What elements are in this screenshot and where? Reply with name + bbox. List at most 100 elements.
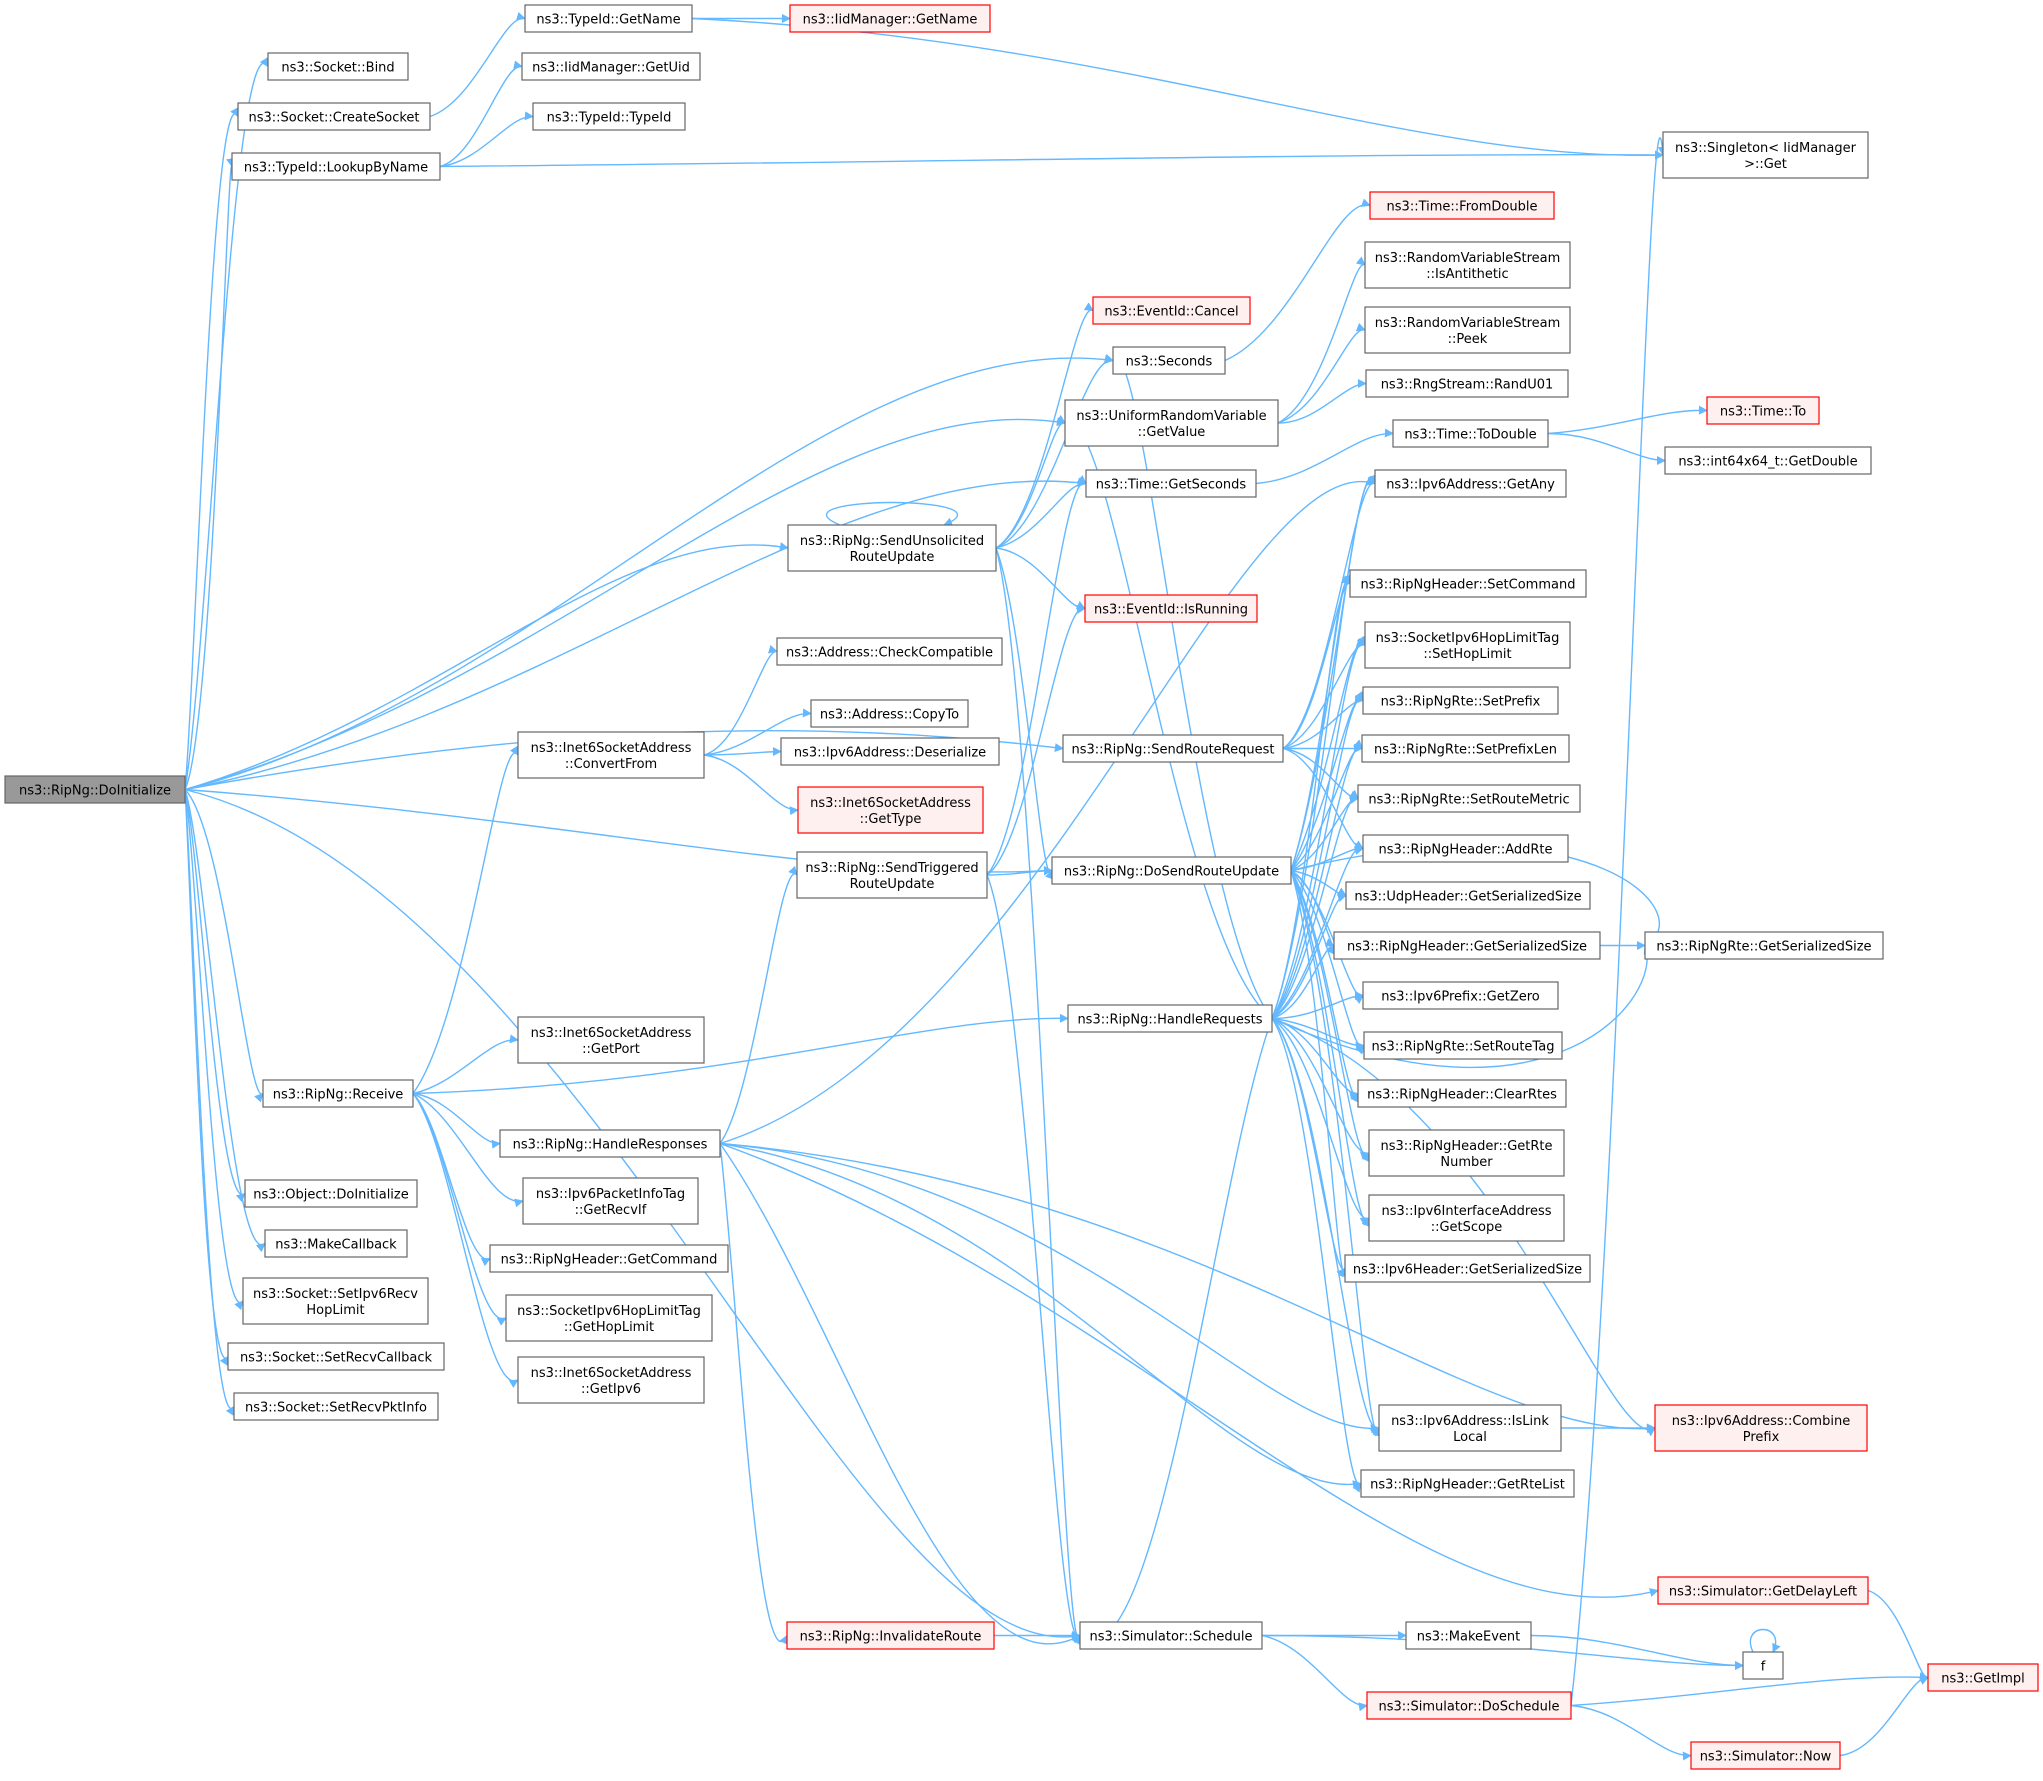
node-ipv6ifaddr_getscope[interactable]: ns3::Ipv6InterfaceAddress::GetScope xyxy=(1368,1194,1565,1242)
node-handle_requests[interactable]: ns3::RipNg::HandleRequests xyxy=(1067,1004,1273,1033)
node-sim_doschedule[interactable]: ns3::Simulator::DoSchedule xyxy=(1366,1691,1572,1720)
node-doinit[interactable]: ns3::RipNg::DoInitialize xyxy=(4,775,186,804)
node-socket_setrecvpktinfo[interactable]: ns3::Socket::SetRecvPktInfo xyxy=(233,1392,439,1421)
node-udphdr_getsersize[interactable]: ns3::UdpHeader::GetSerializedSize xyxy=(1345,881,1591,910)
node-pktinfo_getrecvif[interactable]: ns3::Ipv6PacketInfoTag::GetRecvIf xyxy=(522,1177,699,1225)
node-rte_setprefix[interactable]: ns3::RipNgRte::SetPrefix xyxy=(1362,686,1559,715)
node-time_getseconds[interactable]: ns3::Time::GetSeconds xyxy=(1085,469,1257,498)
call-edge-send_unsolicited-to-eventid_cancel xyxy=(995,302,1094,549)
node-rte_setroutemetric[interactable]: ns3::RipNgRte::SetRouteMetric xyxy=(1357,784,1581,813)
node-inet6_convertfrom[interactable]: ns3::Inet6SocketAddress::ConvertFrom xyxy=(517,731,705,779)
node-inet6_getport[interactable]: ns3::Inet6SocketAddress::GetPort xyxy=(517,1016,705,1064)
node-label: ns3::RipNgHeader::ClearRtes xyxy=(1367,1088,1557,1103)
node-lookupbyname[interactable]: ns3::TypeId::LookupByName xyxy=(231,152,441,181)
node-receive[interactable]: ns3::RipNg::Receive xyxy=(262,1079,414,1108)
node-ripnghdr_getrtelist[interactable]: ns3::RipNgHeader::GetRteList xyxy=(1360,1469,1575,1498)
node-box xyxy=(1664,446,1872,475)
node-ipv6addr_deser[interactable]: ns3::Ipv6Address::Deserialize xyxy=(780,737,1000,766)
node-getimpl[interactable]: ns3::GetImpl xyxy=(1927,1663,2039,1692)
node-label: ::IsAntithetic xyxy=(1426,267,1508,282)
call-edge-sim_doschedule-to-singleton_get xyxy=(1570,137,1667,1706)
call-edge-receive-to-pktinfo_getrecvif xyxy=(412,1092,524,1208)
node-ripnghdr_setcommand[interactable]: ns3::RipNgHeader::SetCommand xyxy=(1349,569,1587,598)
node-createsocket[interactable]: ns3::Socket::CreateSocket xyxy=(237,102,431,131)
node-label: ns3::RipNg::DoSendRouteUpdate xyxy=(1064,865,1279,880)
node-do_sendrouteupdate[interactable]: ns3::RipNg::DoSendRouteUpdate xyxy=(1051,856,1292,885)
node-object_doinit[interactable]: ns3::Object::DoInitialize xyxy=(244,1179,418,1208)
node-box xyxy=(1362,686,1559,715)
node-time_todouble[interactable]: ns3::Time::ToDouble xyxy=(1392,419,1549,448)
node-label: ::GetType xyxy=(860,812,922,827)
node-label: ns3::UdpHeader::GetSerializedSize xyxy=(1354,890,1581,905)
node-eventid_isrunning[interactable]: ns3::EventId::IsRunning xyxy=(1084,594,1258,623)
node-rng_randu01[interactable]: ns3::RngStream::RandU01 xyxy=(1365,369,1569,398)
node-eventid_cancel[interactable]: ns3::EventId::Cancel xyxy=(1092,296,1251,325)
node-label: ns3::Inet6SocketAddress xyxy=(531,1026,692,1041)
node-inet6_getipv6[interactable]: ns3::Inet6SocketAddress::GetIpv6 xyxy=(517,1356,705,1404)
node-ripnghdr_clearrtes[interactable]: ns3::RipNgHeader::ClearRtes xyxy=(1357,1079,1567,1108)
call-edge-handle_requests-to-rte_setroutetag xyxy=(1271,1017,1365,1051)
node-urv_getvalue[interactable]: ns3::UniformRandomVariable::GetValue xyxy=(1064,399,1279,447)
node-socket_setrecvcb[interactable]: ns3::Socket::SetRecvCallback xyxy=(227,1342,445,1371)
node-box xyxy=(1067,1004,1273,1033)
node-rvs_peek[interactable]: ns3::RandomVariableStream::Peek xyxy=(1364,306,1571,354)
call-edge-receive-to-ripnghdr_getcommand xyxy=(412,1093,491,1267)
node-rte_getsersize[interactable]: ns3::RipNgRte::GetSerializedSize xyxy=(1644,931,1884,960)
node-label: f xyxy=(1761,1660,1766,1675)
node-label: ns3::Seconds xyxy=(1126,355,1213,370)
node-rvs_isanti[interactable]: ns3::RandomVariableStream::IsAntithetic xyxy=(1364,241,1571,289)
node-addr_checkcompat[interactable]: ns3::Address::CheckCompatible xyxy=(776,637,1003,666)
node-typeid_getname[interactable]: ns3::TypeId::GetName xyxy=(524,4,693,33)
call-edge-f-to-f xyxy=(1749,1628,1781,1653)
node-ipv6hdr_getsersize[interactable]: ns3::Ipv6Header::GetSerializedSize xyxy=(1344,1254,1591,1283)
node-makeevent[interactable]: ns3::MakeEvent xyxy=(1405,1621,1532,1650)
node-ipv6addr_getany[interactable]: ns3::Ipv6Address::GetAny xyxy=(1374,469,1567,498)
node-label: ns3::RngStream::RandU01 xyxy=(1381,378,1554,393)
node-sim_getdelayleft[interactable]: ns3::Simulator::GetDelayLeft xyxy=(1657,1576,1869,1605)
node-f[interactable]: f xyxy=(1742,1651,1784,1680)
node-handle_responses[interactable]: ns3::RipNg::HandleResponses xyxy=(499,1129,721,1158)
node-sim_now[interactable]: ns3::Simulator::Now xyxy=(1690,1741,1841,1770)
node-makecallback[interactable]: ns3::MakeCallback xyxy=(264,1229,408,1258)
call-edge-lookupbyname-to-iidm_getuid xyxy=(439,60,523,168)
node-invalidate_route[interactable]: ns3::RipNg::InvalidateRoute xyxy=(786,1621,995,1650)
node-singleton_get[interactable]: ns3::Singleton< IidManager>::Get xyxy=(1662,131,1869,179)
node-box xyxy=(1357,784,1581,813)
node-inet6_gettype[interactable]: ns3::Inet6SocketAddress::GetType xyxy=(797,786,984,834)
node-ripnghdr_addrte[interactable]: ns3::RipNgHeader::AddRte xyxy=(1362,834,1569,863)
node-label: ns3::UniformRandomVariable xyxy=(1076,409,1266,424)
node-label: ns3::RipNg::DoInitialize xyxy=(19,784,171,799)
node-sim_schedule[interactable]: ns3::Simulator::Schedule xyxy=(1079,1621,1263,1650)
node-iidm_getuid[interactable]: ns3::IidManager::GetUid xyxy=(521,52,701,81)
node-ripnghdr_getcommand[interactable]: ns3::RipNgHeader::GetCommand xyxy=(489,1244,729,1273)
node-label: RouteUpdate xyxy=(850,877,935,892)
node-label: ns3::Inet6SocketAddress xyxy=(810,796,971,811)
node-ripnghdr_getsersize[interactable]: ns3::RipNgHeader::GetSerializedSize xyxy=(1333,931,1601,960)
node-iidm_getname[interactable]: ns3::IidManager::GetName xyxy=(789,4,991,33)
node-rte_setprefixlen[interactable]: ns3::RipNgRte::SetPrefixLen xyxy=(1361,734,1570,763)
node-hoplimit_get[interactable]: ns3::SocketIpv6HopLimitTag::GetHopLimit xyxy=(505,1294,713,1342)
node-send_routerequest[interactable]: ns3::RipNg::SendRouteRequest xyxy=(1062,734,1284,763)
node-hoplimit_set[interactable]: ns3::SocketIpv6HopLimitTag::SetHopLimit xyxy=(1364,621,1571,669)
call-edge-handle_requests-to-ipv6addr_islinklocal xyxy=(1271,1018,1380,1437)
node-label: ns3::TypeId::LookupByName xyxy=(244,161,428,176)
node-int64_getdouble[interactable]: ns3::int64x64_t::GetDouble xyxy=(1664,446,1872,475)
node-time_to[interactable]: ns3::Time::To xyxy=(1706,396,1820,425)
node-box xyxy=(237,102,431,131)
node-bind[interactable]: ns3::Socket::Bind xyxy=(267,52,409,81)
node-time_fromdouble[interactable]: ns3::Time::FromDouble xyxy=(1369,191,1555,220)
node-typeid_typeid[interactable]: ns3::TypeId::TypeId xyxy=(532,102,686,131)
node-box xyxy=(1392,419,1549,448)
node-box xyxy=(1657,1576,1869,1605)
call-edge-doinit-to-socket_setrecvpktinfo xyxy=(184,789,235,1416)
node-rte_setroutetag[interactable]: ns3::RipNgRte::SetRouteTag xyxy=(1363,1031,1563,1060)
node-ipv6prefix_getzero[interactable]: ns3::Ipv6Prefix::GetZero xyxy=(1362,981,1559,1010)
node-seconds[interactable]: ns3::Seconds xyxy=(1112,346,1226,375)
node-addr_copyto[interactable]: ns3::Address::CopyTo xyxy=(810,699,969,728)
